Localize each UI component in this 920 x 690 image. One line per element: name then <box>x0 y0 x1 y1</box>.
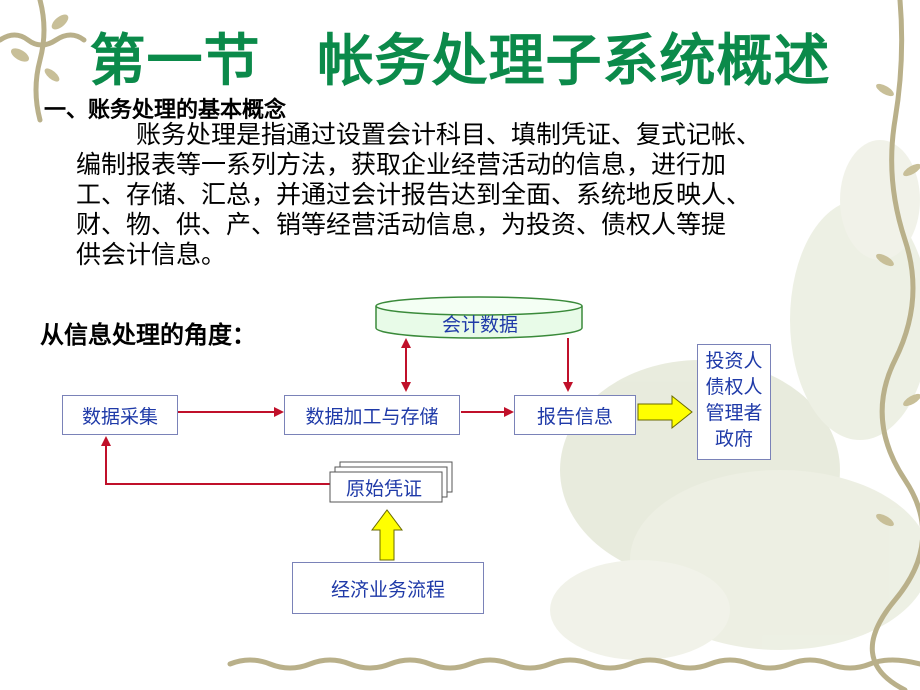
recipient-government: 政府 <box>714 428 753 450</box>
paragraph-line: 供会计信息。 <box>76 240 227 269</box>
page-title: 第一节 帐务处理子系统概述 <box>89 29 831 94</box>
info-processing-label: 从信息处理的角度： <box>40 321 256 349</box>
data-processing-box: 数据加工与存储 <box>284 395 460 435</box>
paragraph-line: 编制报表等一系列方法，获取企业经营活动的信息，进行加 <box>76 150 727 179</box>
report-info-box: 报告信息 <box>514 395 636 435</box>
business-process-box: 经济业务流程 <box>292 562 484 614</box>
paragraph-line: 账务处理是指通过设置会计科目、填制凭证、复式记帐、 <box>136 120 762 149</box>
recipients-box: 投资人 债权人 管理者 政府 <box>697 344 771 460</box>
paragraph-line: 工、存储、汇总，并通过会计报告达到全面、系统地反映人、 <box>76 180 752 209</box>
business-process-label: 经济业务流程 <box>330 578 445 601</box>
accounting-data-cylinder <box>375 296 583 339</box>
recipient-investor: 投资人 <box>705 350 763 372</box>
yellow-arrow-report-to-recipients <box>637 394 693 430</box>
original-voucher-label: 原始凭证 <box>345 478 422 500</box>
original-voucher-stack <box>329 461 453 503</box>
data-collection-box: 数据采集 <box>62 395 178 435</box>
recipient-creditor: 债权人 <box>705 376 763 398</box>
data-processing-label: 数据加工与存储 <box>305 405 439 428</box>
definition-paragraph: 账务处理是指通过设置会计科目、填制凭证、复式记帐、 编制报表等一系列方法，获取企… <box>76 120 916 270</box>
yellow-arrow-process-to-voucher <box>371 509 403 561</box>
accounting-data-label: 会计数据 <box>441 314 518 336</box>
recipient-manager: 管理者 <box>705 402 763 424</box>
section-heading: 一、账务处理的基本概念 <box>44 98 287 123</box>
data-collection-label: 数据采集 <box>81 405 158 428</box>
arrow-voucher-to-collect <box>101 436 330 485</box>
report-info-label: 报告信息 <box>536 405 613 428</box>
paragraph-line: 财、物、供、产、销等经营活动信息，为投资、债权人等提 <box>76 210 727 239</box>
